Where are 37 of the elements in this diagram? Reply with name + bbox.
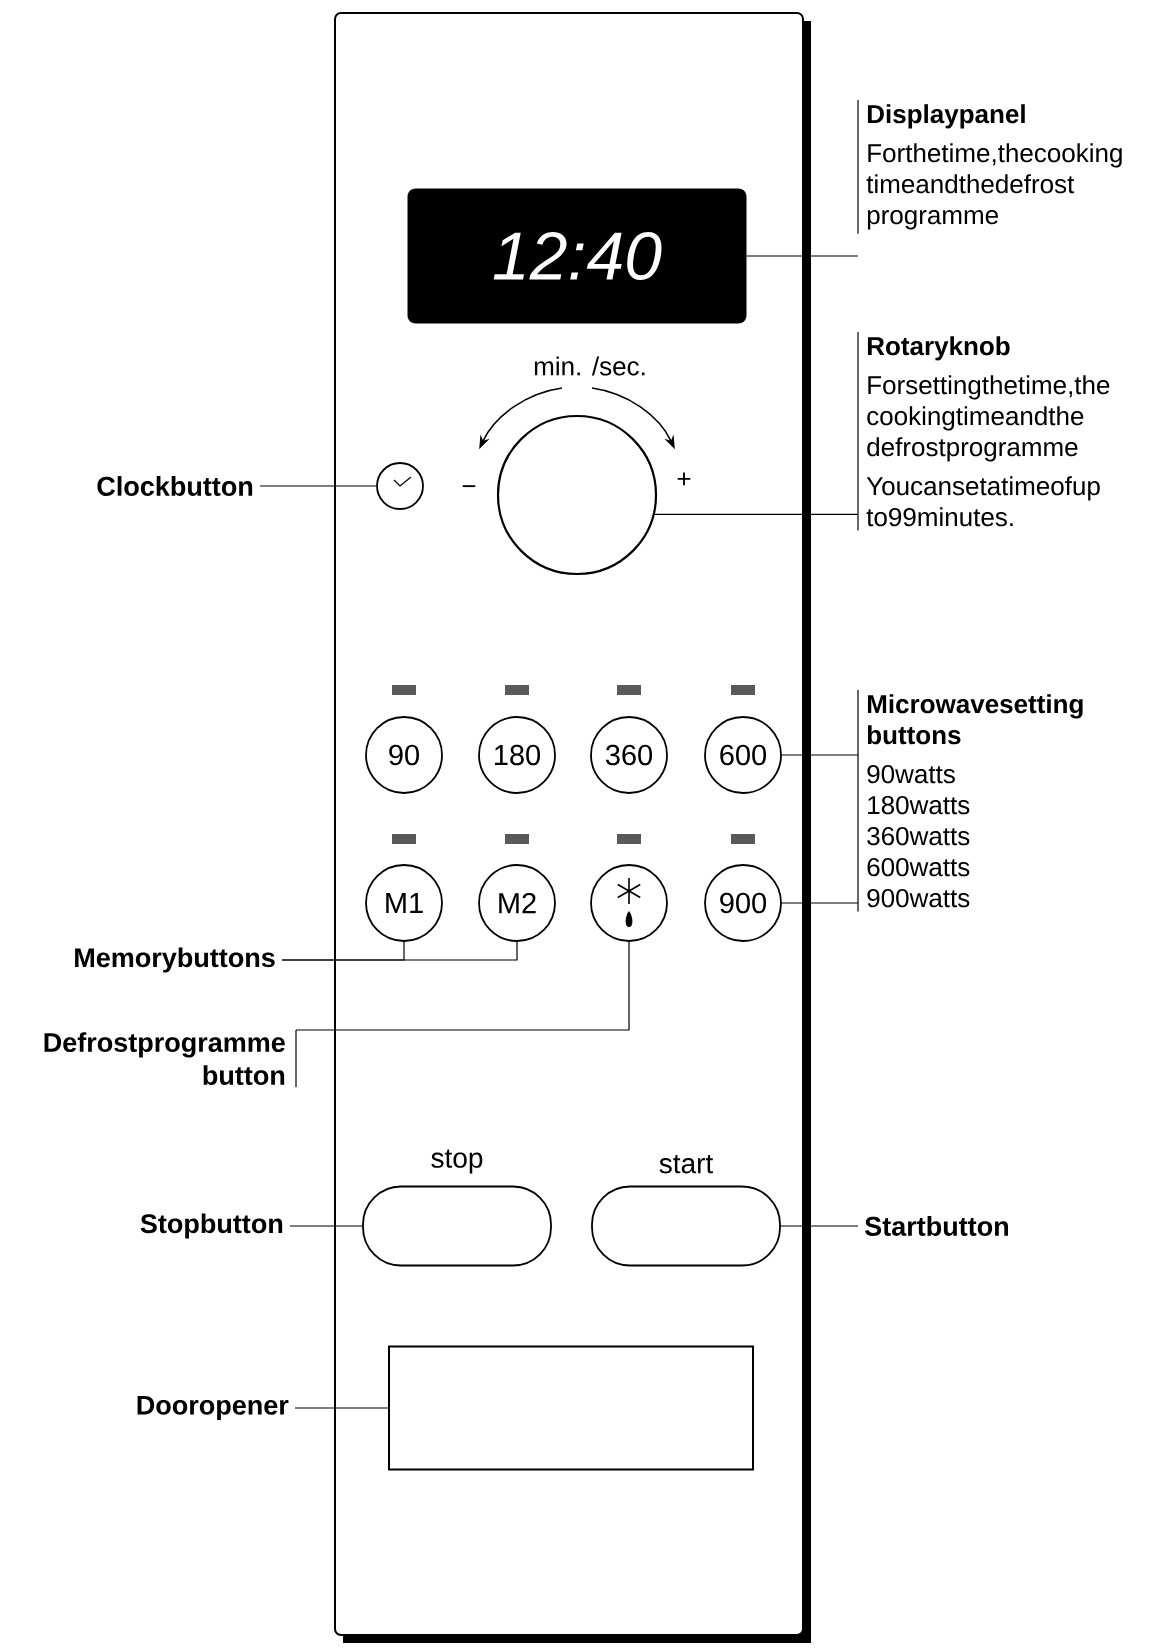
rotary-knob: [496, 414, 658, 576]
clock-button: [376, 462, 424, 510]
leader-line: [780, 1225, 859, 1227]
memory-button: M2: [478, 864, 556, 942]
leader-line: [781, 754, 859, 756]
callout-text: Clockbutton: [97, 476, 253, 496]
callout-text: Defrostprogramme button: [44, 1032, 285, 1086]
power-button: 90: [365, 716, 443, 794]
callout-text: Memorybuttons: [75, 947, 275, 973]
leader-line: [294, 1407, 389, 1409]
callout-text: Dooropener: [137, 1395, 289, 1421]
control-label: min. /sec.: [534, 356, 645, 376]
power-button: 360: [590, 716, 668, 794]
display-panel: 12:40: [407, 188, 747, 324]
leader-line: [281, 941, 518, 961]
callout-text: Microwavesetting buttons 90watts 180watts 360watts 600watts 900watts: [867, 694, 1083, 908]
callout-text: Startbutton: [865, 1216, 1008, 1236]
leader-line: [781, 902, 859, 904]
callout-text: Displaypanel Forthetime,thecooking timeandthedefrost programme: [866, 104, 1122, 230]
node-label: stop: [431, 1149, 483, 1174]
knob-sign: −: [462, 485, 476, 488]
node-label: start: [659, 1155, 714, 1174]
leader-line: [746, 255, 859, 257]
start-button: start: [591, 1155, 781, 1267]
defrost-button: [590, 864, 668, 942]
stop-button: stop: [362, 1149, 552, 1267]
power-button: 900: [704, 864, 782, 942]
callout-text: Rotaryknob Forsettingthetime,the cookingtimeandthe defrostprogramme Youcansetatimeofup to99minutes.: [866, 336, 1110, 527]
leader-line: [295, 941, 630, 1031]
leader-line: [289, 1225, 363, 1227]
power-button: 600: [704, 716, 782, 794]
memory-button: M1: [365, 864, 443, 942]
leader-line: [259, 485, 377, 487]
power-button: 180: [478, 716, 556, 794]
leader-line: [654, 513, 859, 515]
door-opener: [388, 1345, 754, 1471]
callout-text: Stopbutton: [140, 1213, 283, 1239]
